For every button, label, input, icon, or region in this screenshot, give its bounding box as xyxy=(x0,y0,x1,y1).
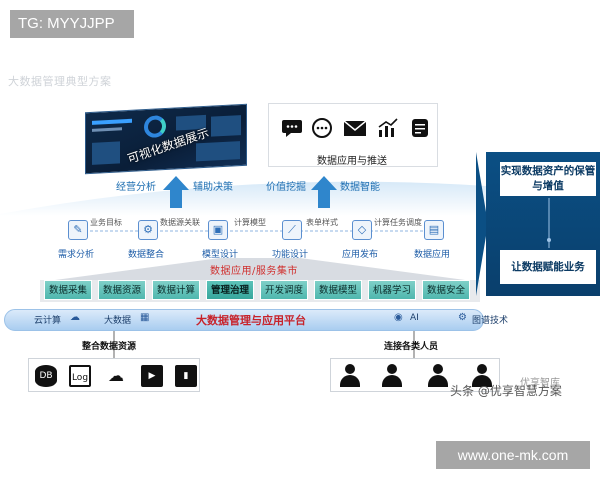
bigdata-icon: ▦ xyxy=(140,312,150,323)
goal-asset-value: 实现数据资产的保管与增值 xyxy=(500,162,596,196)
user-icon xyxy=(471,364,493,388)
data-application-box: 数据应用与推送 xyxy=(268,103,438,167)
right-panel-chevron xyxy=(476,152,488,296)
function-icon: ⟋ xyxy=(282,220,302,240)
ai-icon: ◉ xyxy=(394,312,403,323)
dashboard-panel xyxy=(211,115,241,137)
module-data-model: 数据模型 xyxy=(314,280,362,300)
process-step-label: 应用发布 xyxy=(342,250,379,260)
process-step-label: 功能设计 xyxy=(272,250,309,260)
log-icon: Log xyxy=(69,365,91,387)
donut-chart-icon xyxy=(144,115,166,139)
platform-label-cloud: 云计算 xyxy=(34,316,62,326)
file-stack-icon: ▮ xyxy=(175,365,197,387)
value-flow-band xyxy=(0,176,486,216)
dashboard-panel xyxy=(92,141,120,165)
connector-label: 计算模型 xyxy=(234,218,266,227)
requirements-icon: ✎ xyxy=(68,220,88,240)
arrow-label-value-mining: 价值挖掘 xyxy=(266,182,306,193)
up-arrow-icon xyxy=(163,176,337,208)
dashboard-bar xyxy=(92,127,122,132)
connector-label: 计算任务调度 xyxy=(374,218,422,227)
publish-icon: ◇ xyxy=(352,220,372,240)
module-data-compute: 数据计算 xyxy=(152,280,200,300)
cloud-icon: ☁ xyxy=(70,312,80,323)
dashboard-screenshot: 可视化数据展示 xyxy=(85,103,247,175)
top-left-tag: TG: MYYJJPP xyxy=(10,10,134,38)
module-data-resources: 数据资源 xyxy=(98,280,146,300)
user-icon xyxy=(339,364,361,388)
platform-title: 大数据管理与应用平台 xyxy=(196,314,306,327)
users-box xyxy=(330,358,500,392)
service-market-roof xyxy=(40,258,480,282)
service-market-title: 数据应用/服务集市 xyxy=(210,266,298,277)
bottom-connectors xyxy=(113,331,415,358)
connector-label: 表单样式 xyxy=(306,218,338,227)
dashboard-bar xyxy=(92,118,132,125)
database-icon: DB xyxy=(35,365,57,387)
diagram-title: 大数据管理典型方案 xyxy=(8,75,112,88)
process-step-label: 数据应用 xyxy=(414,250,451,260)
connector-label: 业务目标 xyxy=(90,218,122,227)
graph-icon: ⚙ xyxy=(458,312,467,323)
chat-icon xyxy=(281,118,303,138)
module-governance: 管理治理 xyxy=(206,280,254,300)
watermark: 头条 @优享智慧方案 xyxy=(450,384,562,398)
arrow-label-business-analysis: 经营分析 xyxy=(116,182,156,193)
arrow-label-data-intelligence: 数据智能 xyxy=(340,182,380,193)
platform-label-ai: AI xyxy=(410,313,419,323)
video-icon: ▶ xyxy=(141,365,163,387)
data-app-icon: ▤ xyxy=(424,220,444,240)
dashboard-panel xyxy=(196,141,240,162)
chart-icon xyxy=(377,118,399,138)
module-data-security: 数据安全 xyxy=(422,280,470,300)
platform-label-graph: 图谱技术 xyxy=(472,316,509,326)
user-icon xyxy=(381,364,403,388)
platform-bar xyxy=(4,309,484,331)
process-step-label: 数据整合 xyxy=(128,250,165,260)
platform-label-bigdata: 大数据 xyxy=(104,316,132,326)
module-data-collection: 数据采集 xyxy=(44,280,92,300)
bottom-right-tag: www.one-mk.com xyxy=(436,441,590,469)
module-dev-scheduling: 开发调度 xyxy=(260,280,308,300)
goal-empower-business: 让数据赋能业务 xyxy=(500,250,596,284)
goal-connector xyxy=(547,198,551,248)
user-icon xyxy=(427,364,449,388)
model-icon: ▣ xyxy=(208,220,228,240)
integration-icon: ⚙ xyxy=(138,220,158,240)
process-step-label: 模型设计 xyxy=(202,250,239,260)
resources-box: DB Log ☁ ▶ ▮ xyxy=(28,358,200,392)
resources-label: 整合数据资源 xyxy=(82,342,137,352)
cloud-upload-icon: ☁ xyxy=(105,365,127,387)
data-application-label: 数据应用与推送 xyxy=(317,156,387,167)
message-icon xyxy=(311,118,333,138)
users-label: 连接各类人员 xyxy=(384,342,439,352)
process-step-label: 需求分析 xyxy=(58,250,95,260)
arrow-label-decision-support: 辅助决策 xyxy=(193,182,233,193)
mail-icon xyxy=(343,118,367,138)
watermark-brand: 优享智库 xyxy=(520,378,560,389)
document-icon xyxy=(409,118,431,138)
connector-label: 数据源关联 xyxy=(160,218,200,227)
module-machine-learning: 机器学习 xyxy=(368,280,416,300)
